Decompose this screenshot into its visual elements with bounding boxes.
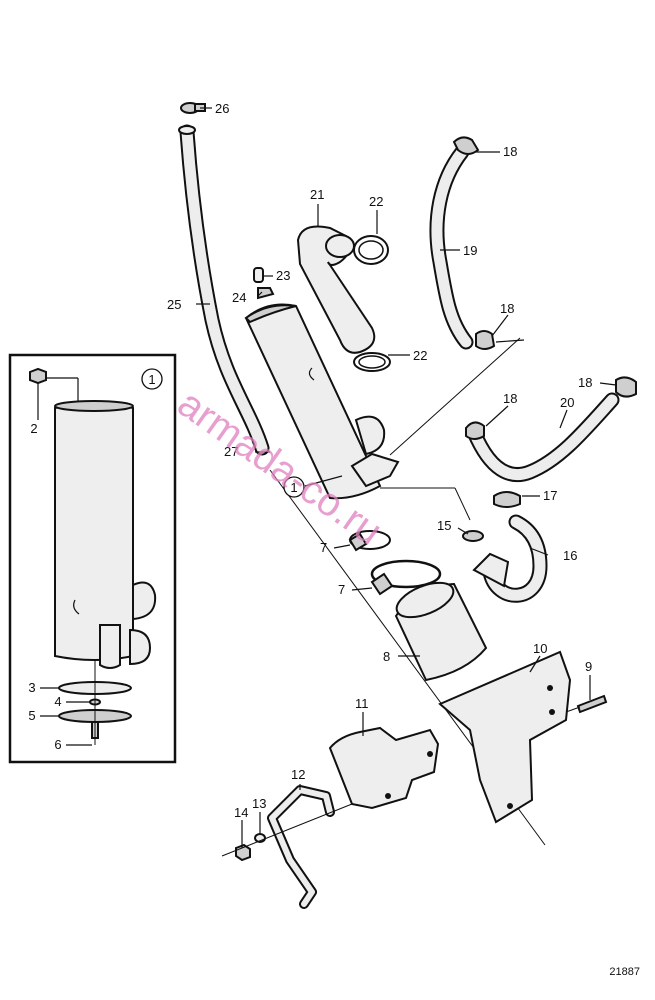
- callout-9: 9: [585, 659, 592, 674]
- clamp-7-lower: [370, 559, 442, 589]
- inset-cap-screw: [29, 367, 47, 385]
- callout-12: 12: [291, 767, 305, 782]
- inset-elbow: [129, 628, 152, 666]
- callout-19: 19: [463, 243, 477, 258]
- heat-shield-11: [328, 726, 440, 810]
- clamp-7-upper-screw: [348, 532, 368, 552]
- clamp-18-a: [452, 136, 480, 155]
- clamp-17: [493, 491, 521, 508]
- callout-11: 11: [355, 696, 369, 711]
- inset-label-2: 2: [30, 421, 37, 436]
- callout-10: 10: [533, 641, 547, 656]
- u-hose-16: [472, 514, 548, 603]
- callout-18-d: 18: [503, 391, 517, 406]
- elbow-hose-21: [296, 225, 376, 354]
- filter-housing: [244, 303, 400, 500]
- elbow-hose-21-mouth: [325, 234, 355, 258]
- sleeve-8: [394, 581, 488, 682]
- clamp-18-b: [475, 330, 496, 350]
- callout-17: 17: [543, 488, 557, 503]
- clamp-22-top: [353, 235, 389, 265]
- leader-lines: [196, 107, 617, 848]
- callout-18-c: 18: [578, 375, 592, 390]
- inset-callout-circle: [141, 368, 163, 390]
- inset-label-3: 3: [28, 680, 35, 695]
- drawing-number: 21887: [609, 966, 640, 978]
- callout-20: 20: [560, 395, 574, 410]
- clamp-18-d: [465, 421, 485, 440]
- pipe-20: [466, 392, 620, 483]
- hose-25-end: [178, 125, 196, 135]
- callout-24: 24: [232, 290, 246, 305]
- callout-18-b: 18: [500, 301, 514, 316]
- drain-pipe-12: [267, 785, 335, 909]
- callout-8: 8: [383, 649, 390, 664]
- clamp-18-c: [615, 376, 637, 398]
- clamp-22-bottom: [353, 352, 391, 372]
- callout-22-bottom: 22: [413, 348, 427, 363]
- fastener-axis: [221, 803, 353, 857]
- bolt-9: [565, 694, 608, 714]
- callout-25: 25: [167, 297, 181, 312]
- inset-side-port: [132, 581, 157, 621]
- inset-filter-housing: [54, 403, 134, 661]
- callout-16: 16: [563, 548, 577, 563]
- callout-15: 15: [437, 518, 451, 533]
- inset-housing-top: [54, 400, 134, 412]
- hose-19: [429, 144, 474, 350]
- callout-1: 1: [290, 480, 297, 495]
- inset-outlet-pipe: [99, 624, 121, 669]
- callout-1-circle: [283, 476, 305, 498]
- clamp-7-lower-screw: [370, 572, 394, 596]
- inset-detail: 1 2 3 4 5 6: [8, 353, 177, 764]
- clamp-24: [257, 287, 275, 300]
- inset-frame: [8, 353, 177, 764]
- inset-callout-label: 1: [148, 372, 155, 387]
- inset-label-5: 5: [28, 708, 35, 723]
- inset-label-4: 4: [54, 694, 61, 709]
- nipple-23: [253, 267, 264, 283]
- callout-14: 14: [234, 805, 248, 820]
- callout-labels: 26 25 27 24 23 21 22 22 19 18 18 18 18 2…: [167, 101, 592, 820]
- inset-label-6: 6: [54, 737, 61, 752]
- callout-26: 26: [215, 101, 229, 116]
- callout-18-a: 18: [503, 144, 517, 159]
- callout-13: 13: [252, 796, 266, 811]
- hose-25: [178, 124, 270, 456]
- callout-22-top: 22: [369, 194, 383, 209]
- callout-7-lower: 7: [338, 582, 345, 597]
- callout-7-upper: 7: [320, 540, 327, 555]
- bracket-10: [438, 650, 572, 824]
- callout-27: 27: [224, 444, 238, 459]
- callout-21: 21: [310, 187, 324, 202]
- callout-23: 23: [276, 268, 290, 283]
